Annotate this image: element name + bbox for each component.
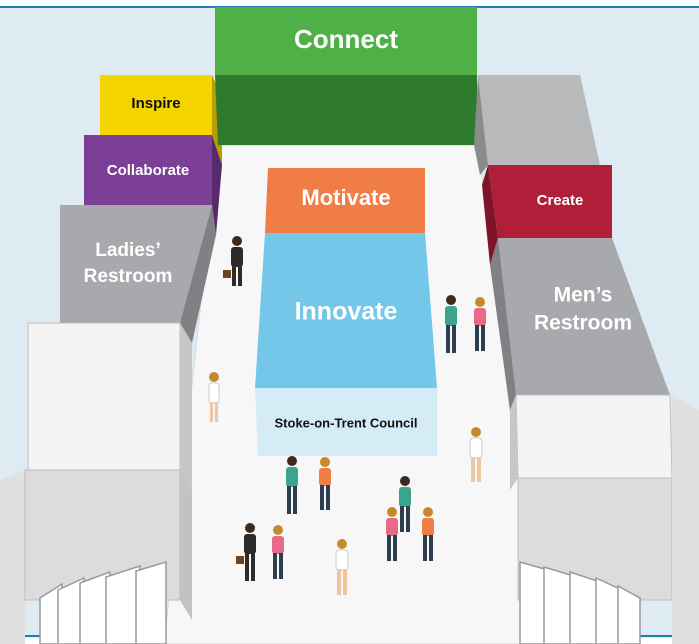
mens-restroom-label-line2: Restroom [534, 312, 632, 335]
innovate-zone [255, 233, 437, 388]
person-figure [399, 476, 411, 532]
left-lower-room-top [27, 322, 181, 471]
person-figure [286, 456, 298, 514]
motivate-zone [265, 168, 425, 233]
ladies-restroom-label-line2: Restroom [84, 266, 173, 287]
create-label: Create [537, 192, 584, 209]
inspire-label: Inspire [131, 95, 180, 112]
collaborate-label: Collaborate [107, 162, 190, 179]
left-lower-room-side [180, 323, 192, 490]
innovate-label: Innovate [295, 298, 398, 326]
people-figures [208, 236, 486, 595]
right-outer-wall [672, 395, 699, 644]
ladies-restroom-zone [60, 205, 212, 323]
inspire-zone [100, 75, 212, 135]
motivate-label: Motivate [301, 185, 390, 210]
ladies-restroom-label-line1: Ladies’ [95, 240, 160, 261]
right-lower-room-side [510, 395, 518, 490]
connect-label: Connect [294, 24, 398, 54]
council-label: Stoke-on-Trent Council [275, 415, 418, 430]
right-upper-room [478, 75, 600, 165]
mens-restroom-side [490, 238, 516, 410]
mens-restroom-zone [498, 238, 670, 395]
right-stairs [519, 561, 641, 644]
left-lower-room-front-side [180, 470, 192, 620]
person-figure [319, 457, 331, 510]
person-figure [272, 525, 284, 579]
council-zone [255, 388, 437, 456]
person-figure [474, 297, 486, 351]
person-figure [469, 427, 483, 482]
left-stairs [39, 560, 167, 644]
collaborate-zone [84, 135, 212, 205]
person-figure [386, 507, 398, 561]
left-outer-wall [0, 470, 25, 644]
connect-zone [215, 7, 477, 75]
person-figure [422, 507, 434, 561]
ladies-restroom-side [180, 205, 216, 343]
person-figure [208, 372, 220, 422]
connect-front [215, 75, 477, 145]
create-zone [488, 165, 612, 238]
person-figure [236, 523, 256, 581]
person-figure [335, 539, 349, 595]
right-upper-room-side [474, 75, 488, 175]
person-figure [445, 295, 457, 353]
mens-restroom-label-line1: Men’s [554, 284, 613, 307]
right-lower-room-top [515, 394, 673, 479]
person-figure [223, 236, 243, 286]
create-side [482, 165, 498, 265]
collaborate-side [212, 135, 222, 235]
